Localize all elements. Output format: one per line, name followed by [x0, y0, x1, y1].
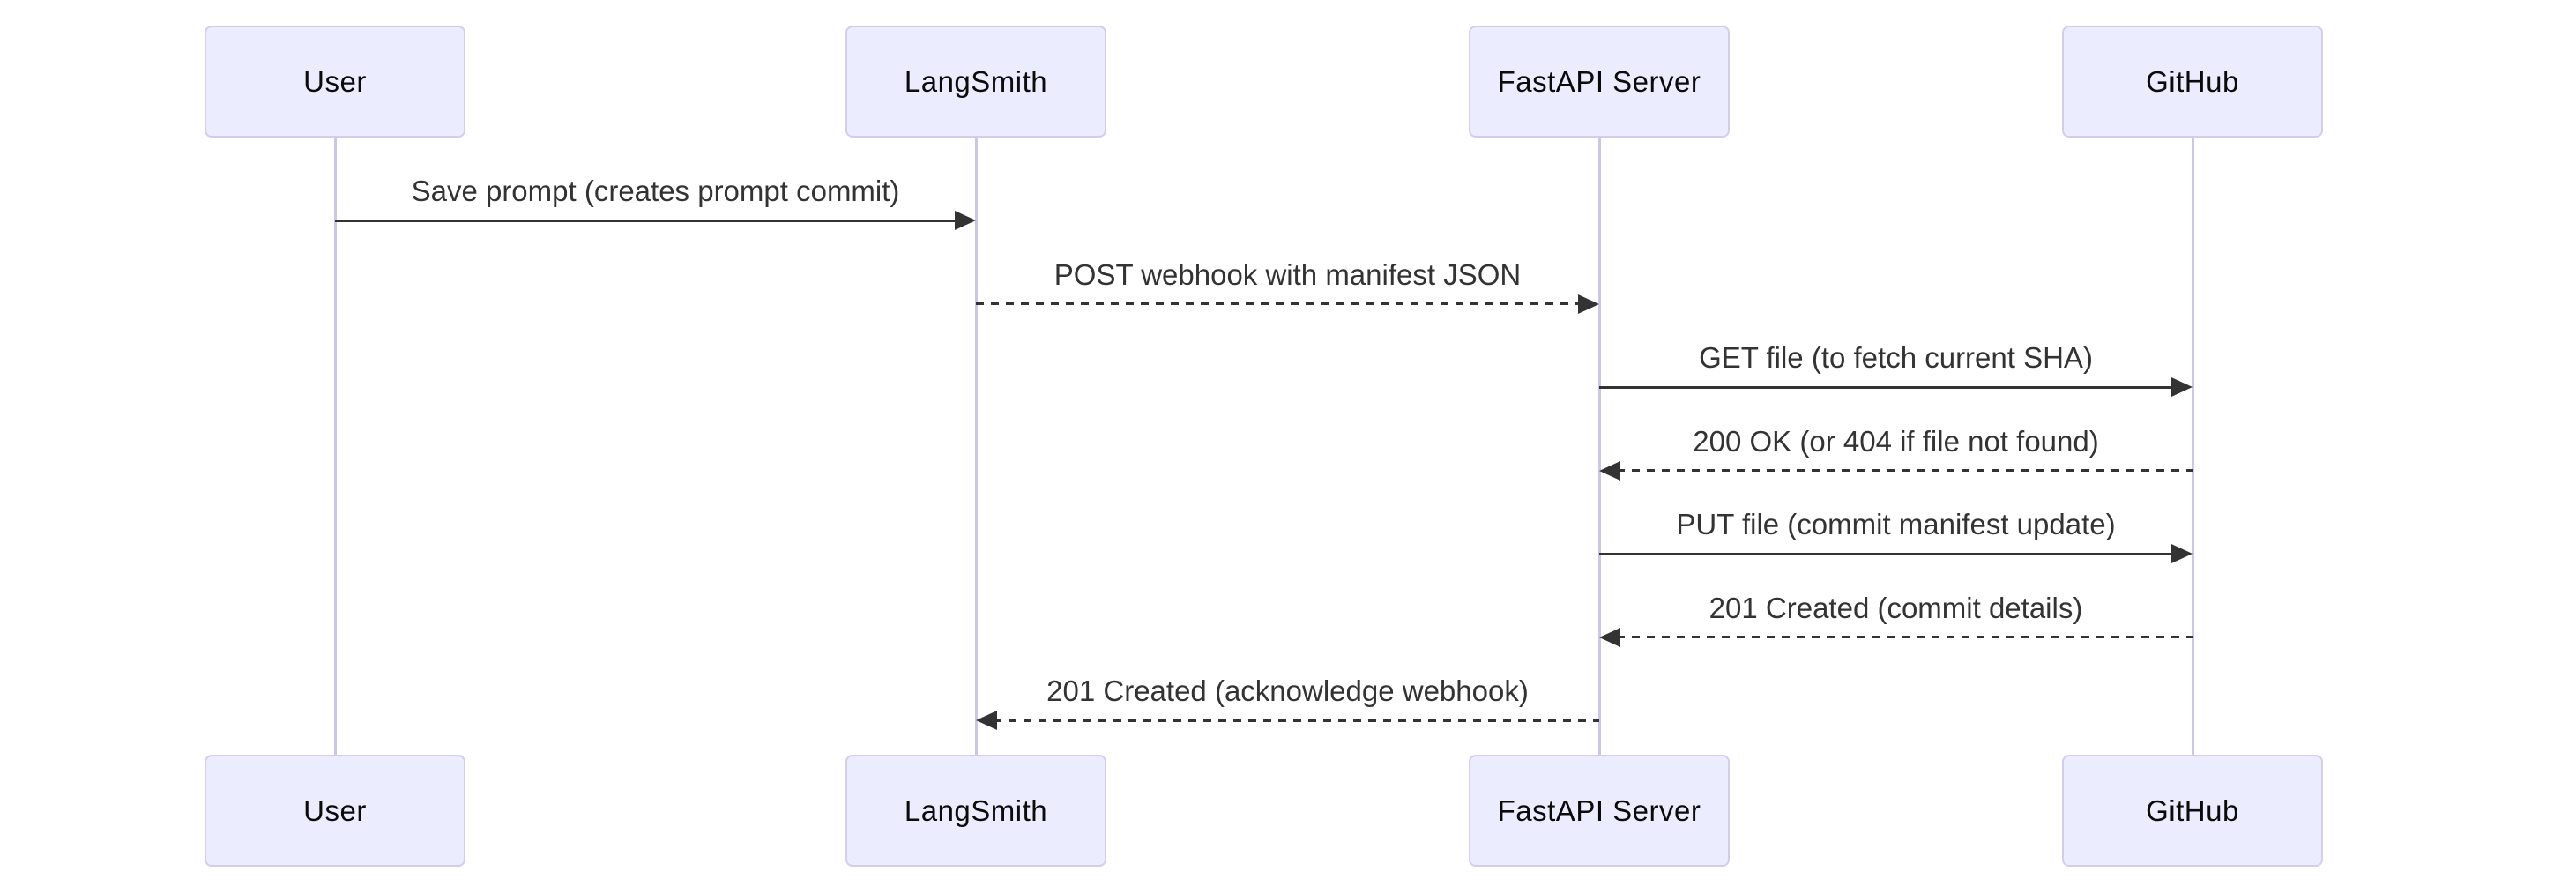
actor-box-top-fastapi: FastAPI Server — [1469, 26, 1730, 138]
message-line — [1617, 469, 2193, 472]
message-label: 201 Created (acknowledge webhook) — [1046, 674, 1529, 707]
actor-box-bottom-langsmith: LangSmith — [845, 755, 1106, 867]
actor-label-langsmith: LangSmith — [904, 64, 1048, 98]
lifeline-fastapi — [1597, 138, 1601, 755]
arrowhead-icon — [2171, 544, 2193, 563]
arrowhead-icon — [1599, 627, 1620, 647]
actor-box-top-github: GitHub — [2062, 26, 2323, 138]
actor-box-top-user: User — [205, 26, 465, 138]
actor-label-github: GitHub — [2146, 64, 2239, 98]
actor-box-top-langsmith: LangSmith — [845, 26, 1106, 138]
message-line — [1617, 636, 2193, 638]
message-line — [335, 219, 958, 222]
message-label: 201 Created (commit details) — [1709, 591, 2083, 624]
arrowhead-icon — [2171, 377, 2193, 397]
message-label: POST webhook with manifest JSON — [1053, 257, 1522, 291]
arrowhead-icon — [976, 711, 997, 730]
message-line — [1599, 385, 2175, 389]
lifeline-user — [333, 138, 337, 755]
actor-box-bottom-github: GitHub — [2062, 755, 2323, 867]
message-label: PUT file (commit manifest update) — [1676, 508, 2116, 540]
actor-label-langsmith: LangSmith — [904, 793, 1048, 827]
actor-box-bottom-user: User — [205, 755, 465, 867]
arrowhead-icon — [1578, 294, 1599, 314]
actor-label-fastapi: FastAPI Server — [1497, 64, 1701, 98]
message-line — [994, 719, 1599, 722]
actor-label-fastapi: FastAPI Server — [1497, 793, 1701, 827]
message-label: GET file (to fetch current SHA) — [1699, 341, 2093, 374]
lifeline-github — [2191, 138, 2194, 755]
message-line — [976, 302, 1582, 305]
message-label: 200 OK (or 404 if file not found) — [1693, 424, 2099, 458]
message-label: Save prompt (creates prompt commit) — [411, 175, 900, 207]
actor-label-user: User — [303, 793, 367, 827]
actor-label-user: User — [303, 64, 367, 98]
arrowhead-icon — [1599, 460, 1620, 481]
actor-label-github: GitHub — [2146, 793, 2239, 827]
arrowhead-icon — [955, 211, 976, 230]
lifeline-langsmith — [974, 138, 978, 755]
message-line — [1599, 552, 2175, 555]
actor-box-bottom-fastapi: FastAPI Server — [1469, 755, 1730, 867]
